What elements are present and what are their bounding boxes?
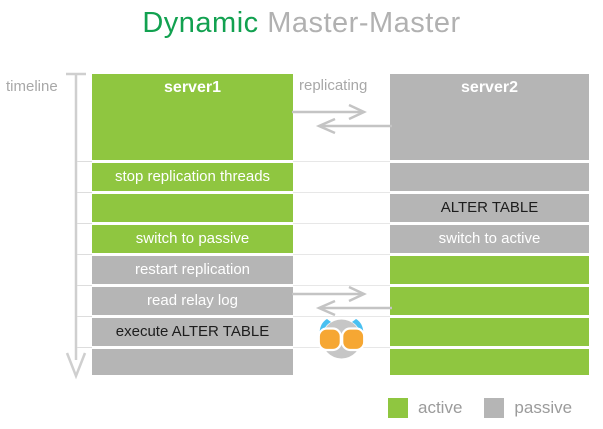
server2-row-alter-table: ALTER TABLE (390, 194, 589, 222)
title-rest: Master-Master (258, 7, 461, 39)
timeline-tick (77, 347, 92, 348)
server2-row-blank-active (390, 349, 589, 375)
server1-row-restart-replication: restart replication (92, 256, 293, 284)
server2-row-blank-active (390, 287, 589, 315)
title-highlight: Dynamic (142, 7, 259, 39)
timeline-tick (77, 161, 92, 162)
legend-passive-swatch (484, 398, 505, 418)
bidirectional-arrows-icon (292, 103, 392, 135)
row-label: ALTER TABLE (440, 199, 539, 216)
row-label: restart replication (134, 261, 251, 278)
server1-row-read-relay-log: read relay log (92, 287, 293, 315)
server2-row-blank-active (390, 256, 589, 284)
timeline-tick (77, 316, 92, 317)
server1-row-switch-to-passive: switch to passive (92, 225, 293, 253)
page-title: Dynamic Master-Master (0, 7, 603, 40)
timeline-tick (77, 223, 92, 224)
bidirectional-arrows-icon (292, 285, 392, 317)
server1-header: server1 (92, 74, 293, 160)
server1-column: server1 stop replication threads switch … (92, 74, 293, 375)
row-boundary-line (293, 161, 390, 162)
row-boundary-line (293, 254, 390, 255)
row-label: execute ALTER TABLE (115, 323, 270, 340)
timeline-tick (77, 254, 92, 255)
server2-row-blank-passive (390, 163, 589, 191)
replicating-label: replicating (299, 77, 368, 94)
legend: active passive (388, 398, 594, 418)
row-label: stop replication threads (114, 168, 271, 185)
server2-header: server2 (390, 74, 589, 160)
server2-row-blank-active (390, 318, 589, 346)
mascot-logo-icon (318, 319, 365, 359)
row-label: switch to passive (135, 230, 250, 247)
row-boundary-line (293, 223, 390, 224)
server1-row-execute-alter-table: execute ALTER TABLE (92, 318, 293, 346)
row-boundary-line (293, 192, 390, 193)
server2-row-switch-to-active: switch to active (390, 225, 589, 253)
timeline-label: timeline (6, 78, 58, 95)
row-boundary-line (293, 285, 390, 286)
server1-row-blank-active (92, 194, 293, 222)
timeline-tick (77, 285, 92, 286)
server1-row-stop-replication-threads: stop replication threads (92, 163, 293, 191)
server2-column: server2 ALTER TABLE switch to active (390, 74, 589, 375)
timeline-tick (77, 192, 92, 193)
legend-active-label: active (418, 398, 463, 417)
legend-passive-label: passive (514, 398, 573, 417)
row-boundary-line (293, 316, 390, 317)
legend-active-swatch (388, 398, 408, 418)
timeline-down-arrow-icon (65, 72, 87, 380)
row-label: read relay log (147, 292, 238, 309)
row-label: switch to active (438, 230, 541, 247)
server1-row-blank-passive (92, 349, 293, 375)
